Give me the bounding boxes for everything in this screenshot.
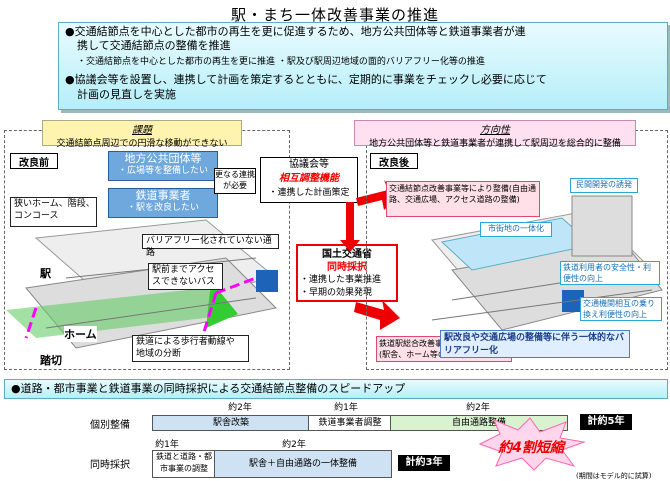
bus-access-callout: 駅前までアクセ スできないバス <box>148 263 223 290</box>
mlit-red: 同時採択 <box>327 262 367 273</box>
more-cooperation-box: 更なる連携が必要 <box>214 168 256 194</box>
years-rail-adjust: 約1年 <box>334 403 358 413</box>
council-desc: ・連携した計画策定 <box>268 188 350 198</box>
direction-header: 方向性 地方公共団体等と鉄道事業者が連携して駅周辺を総合的に整備 <box>354 120 636 149</box>
reduction-burst <box>478 417 586 471</box>
pedestrian-divide-text-2: 地域の分断 <box>136 349 182 359</box>
private-dev-callout: 民間開発の誘発 <box>570 178 638 193</box>
narrow-platform-text-2: コンコース <box>14 211 59 221</box>
speedup-headline-text: ●道路・都市事業と鉄道事業の同時採択による交通結節点整備のスピードアップ <box>11 382 406 395</box>
bus-access-text: 駅前までアクセ <box>152 265 215 275</box>
pedestrian-divide-callout: 鉄道による歩行者動線や 地域の分断 <box>132 335 249 362</box>
mlit-title: 国土交通省 <box>322 249 372 260</box>
rail-operator-box: 鉄道事業者 ・駅を改良したい <box>108 188 218 218</box>
no-barrier-free-callout: バリアフリー化されていない通路 <box>142 234 279 258</box>
council-title: 協議会等 <box>289 159 329 170</box>
issue-header: 課題 交通結節点周辺での円滑な移動ができない <box>42 120 242 149</box>
local-gov-desc: ・広場等を整備したい <box>117 166 208 176</box>
intro-bullet-1: ●交通結節点を中心とした都市の再生を更に促進するため、地方公共団体等と鉄道事業者… <box>65 25 526 38</box>
after-tag: 改良後 <box>370 153 418 169</box>
intro-bullet-2: ●協議会等を設置し、連携して計画を策定するとともに、定期的に事業をチェックし必要… <box>65 73 547 86</box>
narrow-platform-callout: 狭いホーム、階段、 コンコース <box>10 197 97 227</box>
rail-operator-desc: ・駅を改良したい <box>126 203 199 213</box>
barrier-free-banner: 駅改良や交通広場の整備等に伴う一体的なバリアフリー化 <box>440 330 630 358</box>
label-crossing: 踏切 <box>40 352 62 368</box>
years-road-adjust: 約1年 <box>155 440 179 450</box>
issue-header-desc: 交通結節点周辺での円滑な移動ができない <box>56 139 228 149</box>
reduction-label: 約4割短縮 <box>498 440 564 456</box>
years-station-individual: 約2年 <box>228 403 252 413</box>
intro-sub-bullet: ・交通結節点を中心とした都市の再生を更に推進 ・駅及び駅周辺地域の面的バリアフリ… <box>77 57 485 67</box>
issue-header-label: 課題 <box>132 125 152 136</box>
intro-bullet-1-cont: 携して交通結節点の整備を推進 <box>77 39 231 52</box>
rail-user-safety-callout: 鉄道利用者の安全性・利便性の向上 <box>560 261 660 285</box>
council-box: 協議会等 相互調整機能 ・連携した計画策定 <box>260 157 358 203</box>
intro-box: ●交通結節点を中心とした都市の再生を更に促進するため、地方公共団体等と鉄道事業者… <box>58 22 668 110</box>
narrow-platform-text: 狭いホーム、階段、 <box>14 199 95 209</box>
row-individual-label: 個別整備 <box>90 420 130 431</box>
bar-rail-adjust: 鉄道事業者調整 <box>308 415 392 431</box>
bar-road-adjust: 鉄道と道路・都市事業の調整 <box>152 450 216 478</box>
local-gov-box: 地方公共団体等 ・広場等を整備したい <box>108 151 218 181</box>
speedup-headline: ●道路・都市事業と鉄道事業の同時採択による交通結節点整備のスピードアップ <box>4 379 668 399</box>
intro-bullet-2-cont: 計画の見直しを実施 <box>77 88 176 101</box>
bar-combined: 駅舎＋自由通路の一体整備 <box>214 450 392 478</box>
years-combined: 約2年 <box>282 440 306 450</box>
model-note: (期間はモデル的に試算) <box>576 472 652 480</box>
local-gov-title: 地方公共団体等 <box>124 152 202 165</box>
label-platform: ホーム <box>64 326 97 342</box>
row-simultaneous-label: 同時採択 <box>90 460 130 471</box>
mlit-desc-1: ・連携した事業推進 <box>300 275 382 285</box>
rail-operator-title: 鉄道事業者 <box>135 189 191 202</box>
direction-header-label: 方向性 <box>480 125 510 136</box>
transfer-convenience-callout: 交通機関相互の乗り換え利便性の向上 <box>580 297 662 321</box>
pedestrian-divide-text: 鉄道による歩行者動線や <box>136 337 235 347</box>
bar-station-rebuild: 駅舎改築 <box>152 415 310 431</box>
mlit-desc-2: ・早期の効果発現 <box>300 288 373 298</box>
direction-header-desc: 地方公共団体等と鉄道事業者が連携して駅周辺を総合的に整備 <box>369 139 621 149</box>
bus-access-text-2: スできないバス <box>152 277 216 287</box>
council-red: 相互調整機能 <box>279 173 339 184</box>
urban-unify-callout: 市街地の一体化 <box>480 222 552 237</box>
road-improvement-callout: 交通結節点改善事業等により整備(自由通路、交通広場、アクセス道路の整備) <box>386 181 540 217</box>
total-individual: 計約5年 <box>580 414 632 430</box>
before-tag: 改良前 <box>10 153 58 169</box>
years-free-path: 約2年 <box>466 403 490 413</box>
page-title: 駅・まち一体改善事業の推進 <box>230 6 439 24</box>
total-simultaneous: 計約3年 <box>398 455 450 471</box>
label-station: 駅 <box>40 265 51 281</box>
